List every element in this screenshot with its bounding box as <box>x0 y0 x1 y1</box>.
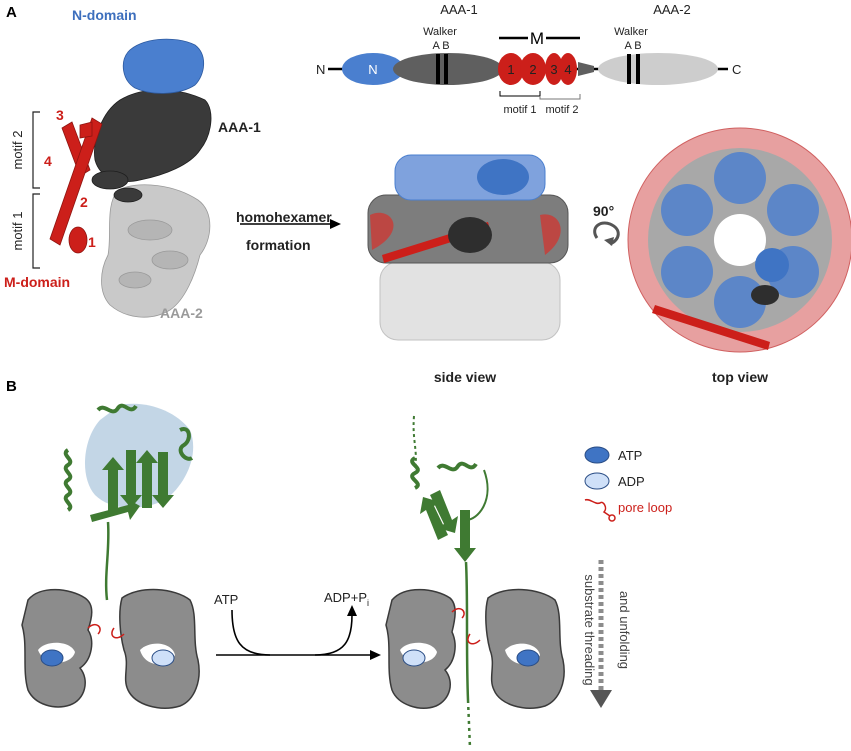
helix-3-label: 3 <box>56 107 64 123</box>
aaa2-structure <box>101 184 211 318</box>
top-view-label: top view <box>712 369 768 385</box>
motif2-label: motif 2 <box>10 130 25 169</box>
panel-b-letter: B <box>6 378 17 395</box>
rotation-arrow <box>593 221 620 246</box>
walker-ab-2: A B <box>624 40 641 52</box>
m-helix-2 <box>520 53 546 85</box>
aaa2-ellipse <box>598 53 718 85</box>
n-domain-map-label: N <box>368 62 377 77</box>
m-helix-3 <box>545 53 563 85</box>
reaction-product-text: ADP+P <box>324 590 367 605</box>
right-aaa-channel <box>385 588 565 709</box>
aaa2-label: AAA-2 <box>160 305 203 321</box>
legend-atp-swatch <box>584 446 610 464</box>
map-motif2-label: motif 2 <box>545 104 578 116</box>
motif1-label: motif 1 <box>10 211 25 250</box>
arrow-label-line2: formation <box>246 237 311 253</box>
threading-arrow <box>590 560 612 708</box>
walker-label-1: Walker <box>423 26 457 38</box>
reaction-product-label: ADP+Pi <box>324 590 369 608</box>
reaction-arrow <box>216 605 381 660</box>
aaa1-structure <box>91 89 212 203</box>
map-motif1-label: motif 1 <box>503 104 536 116</box>
threading-label-line2: and unfolding <box>617 591 632 669</box>
reaction-atp-label: ATP <box>214 592 238 607</box>
reaction-product-subscript: i <box>367 598 369 608</box>
walker-label-2: Walker <box>614 26 648 38</box>
aaa2-map-title: AAA-2 <box>653 2 691 17</box>
m-helix-3-label: 3 <box>550 62 557 77</box>
helix-2-label: 2 <box>80 194 88 210</box>
m-domain-structure <box>49 117 103 254</box>
aaa1-label: AAA-1 <box>218 119 261 135</box>
c-terminus-label: C <box>732 62 741 77</box>
legend-adp-label: ADP <box>618 474 645 489</box>
m-helix-1 <box>498 53 524 85</box>
m-domain-label: M-domain <box>4 274 70 290</box>
panel-a-letter: A <box>6 4 17 21</box>
m-helix-4-label: 4 <box>564 62 571 77</box>
n-domain-ellipse <box>342 53 404 85</box>
side-view-label: side view <box>434 369 496 385</box>
m-helix-4 <box>559 53 577 85</box>
atp-molecule <box>40 649 64 667</box>
threading-label-line1: substrate threading <box>582 574 597 685</box>
side-view-structure <box>367 154 569 341</box>
adp-molecule <box>151 649 175 667</box>
atp-molecule-2 <box>516 649 540 667</box>
top-view-structure <box>627 127 851 353</box>
legend-adp-swatch <box>584 472 610 490</box>
legend-atp-label: ATP <box>618 448 642 463</box>
aaa1-map-title: AAA-1 <box>440 2 478 17</box>
folded-substrate <box>63 403 194 601</box>
n-terminus-label: N <box>316 62 325 77</box>
legend-pore-loop-label: pore loop <box>618 500 672 515</box>
legend-pore-loop-swatch <box>584 498 616 522</box>
m-helix-1-label: 1 <box>507 62 514 77</box>
adp-molecule-2 <box>402 649 426 667</box>
left-aaa-channel <box>21 588 200 709</box>
rotation-label: 90° <box>593 203 614 219</box>
motif-brackets <box>32 111 40 269</box>
m-bar-label: M <box>530 29 544 48</box>
n-domain-structure <box>122 38 205 94</box>
domain-map <box>328 36 728 100</box>
arrow-label-line1: homohexamer <box>236 209 332 225</box>
m-helix-2-label: 2 <box>529 62 536 77</box>
walker-ab-1: A B <box>432 40 449 52</box>
unfolding-substrate <box>410 415 489 749</box>
homohexamer-arrow <box>240 219 341 229</box>
n-domain-label: N-domain <box>72 7 137 23</box>
helix-4-label: 4 <box>44 153 52 169</box>
protomer-structure <box>49 38 212 318</box>
legend <box>584 446 616 522</box>
helix-1-label: 1 <box>88 234 96 250</box>
